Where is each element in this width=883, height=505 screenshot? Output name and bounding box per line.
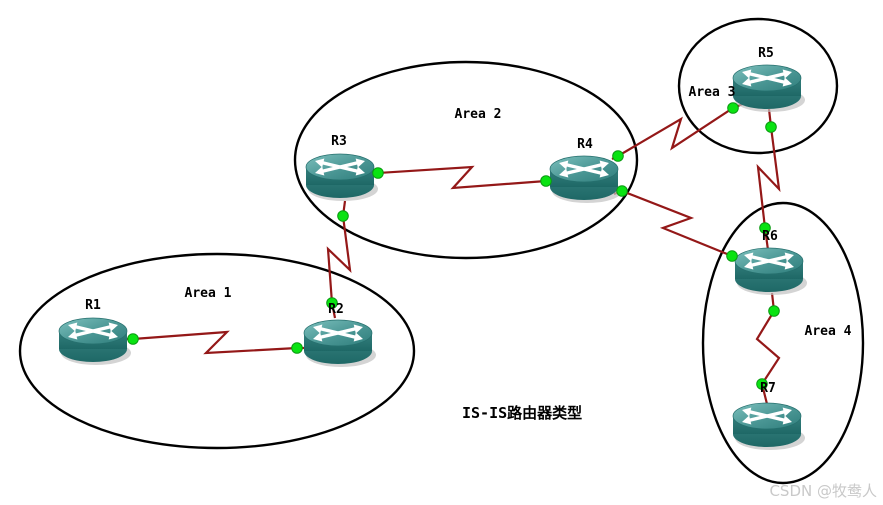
router-r5 [732,64,805,112]
area-label-4: Area 4 [805,324,852,339]
router-arrows-icon [742,407,792,425]
area-ellipse-3 [677,17,839,155]
arrowhead [782,415,792,425]
router-r3 [305,153,378,201]
router-label-r3: R3 [331,134,347,149]
arrow-shaft [747,71,787,85]
connection-dot [759,222,771,234]
link-R4-R5 [611,101,746,160]
arrowhead [782,69,792,79]
arrowhead [68,322,78,332]
router-label-r4: R4 [577,137,593,152]
area-ellipse-4 [701,201,865,485]
area-label-1: Area 1 [185,286,232,301]
arrowhead [353,324,363,334]
router-label-r7: R7 [760,381,776,396]
arrowhead [315,158,325,168]
arrowhead [313,332,323,342]
connection-dot [326,297,338,309]
router-arrows-icon [313,324,363,342]
arrow-shaft [73,324,113,338]
connection-dot [756,378,768,390]
connection-dot [726,250,738,262]
connection-dot [612,150,624,162]
arrowhead [313,324,323,334]
connection-dot [127,333,139,345]
arrow-shaft [564,162,604,176]
arrow-shaft [747,409,787,423]
arrowhead [599,168,609,178]
router-label-r6: R6 [762,229,778,244]
arrowhead [599,160,609,170]
arrowhead [108,322,118,332]
arrow-shaft [320,160,360,174]
area-label-3: Area 3 [689,85,736,100]
arrowhead [742,407,752,417]
router-r2 [303,319,376,367]
router-arrows-icon [315,158,365,176]
connection-dot [768,305,780,317]
router-r4 [549,155,622,203]
link-R4-R6 [613,189,740,260]
arrow-shaft [749,254,789,268]
arrowhead [315,166,325,176]
arrowhead [353,332,363,342]
arrowhead [559,168,569,178]
router-arrows-icon [68,322,118,340]
arrowhead [68,330,78,340]
router-r6 [734,247,807,295]
router-arrows-icon [559,160,609,178]
router-arrows-icon [742,69,792,87]
area-ellipse-2 [293,60,639,260]
area-label-2: Area 2 [455,107,502,122]
router-label-r2: R2 [328,302,344,317]
arrow-shaft [318,326,358,340]
arrowhead [742,69,752,79]
connection-dot [291,342,303,354]
arrowhead [784,260,794,270]
arrowhead [559,160,569,170]
connection-dot [372,167,384,179]
arrowhead [742,77,752,87]
area-ellipse-1 [18,252,416,450]
arrowhead [782,407,792,417]
connection-dot [727,102,739,114]
arrowhead [355,166,365,176]
router-label-r5: R5 [758,46,774,61]
router-label-r1: R1 [85,298,101,313]
connection-dot [540,175,552,187]
arrowhead [744,252,754,262]
connection-dot [337,210,349,222]
arrowhead [742,415,752,425]
link-R3-R4 [371,165,552,190]
router-arrows-icon [744,252,794,270]
connection-dot [616,185,628,197]
watermark: CSDN @牧鸯人 [769,482,877,500]
arrowhead [784,252,794,262]
link-R1-R2 [125,330,304,355]
router-r7 [732,402,805,450]
arrowhead [355,158,365,168]
arrowhead [782,77,792,87]
diagram-title: IS-IS路由器类型 [462,404,583,422]
connection-dot [765,121,777,133]
arrowhead [108,330,118,340]
router-r1 [58,317,131,365]
arrowhead [744,260,754,270]
